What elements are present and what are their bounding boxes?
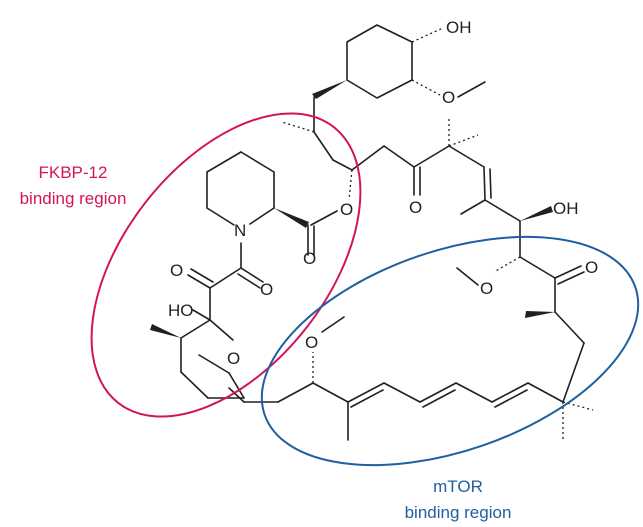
piperidine-ring	[206, 151, 275, 226]
atom-oh-right: OH	[553, 199, 579, 218]
atom-ho-hemi: HO	[168, 301, 194, 320]
atom-o-ester: O	[340, 200, 353, 219]
mtor-label-line2: binding region	[405, 503, 512, 522]
mtor-label-line1: mTOR	[433, 477, 483, 496]
atom-n-pip: N	[234, 221, 246, 240]
mtor-region-ellipse	[260, 235, 640, 467]
atom-o-ester-carbonyl: O	[303, 249, 316, 268]
atom-o-ketone-right: O	[585, 258, 598, 277]
fkbp-label-line2: binding region	[20, 189, 127, 208]
fkbp-region-ellipse	[90, 112, 362, 418]
cyclohexyl-ring	[346, 24, 413, 99]
atom-o-methoxy-mid: O	[480, 279, 493, 298]
atom-o-pyran: O	[227, 349, 240, 368]
fkbp-label-line1: FKBP-12	[39, 163, 108, 182]
atom-oh-top: OH	[446, 18, 472, 37]
atom-o-ketone-top: O	[409, 198, 422, 217]
atom-o-keto2: O	[260, 280, 273, 299]
atom-o-methoxy-bottom: O	[305, 333, 318, 352]
atom-o-keto1: O	[170, 261, 183, 280]
pyran-ring	[180, 319, 245, 403]
atom-o-methoxy-top: O	[442, 88, 455, 107]
